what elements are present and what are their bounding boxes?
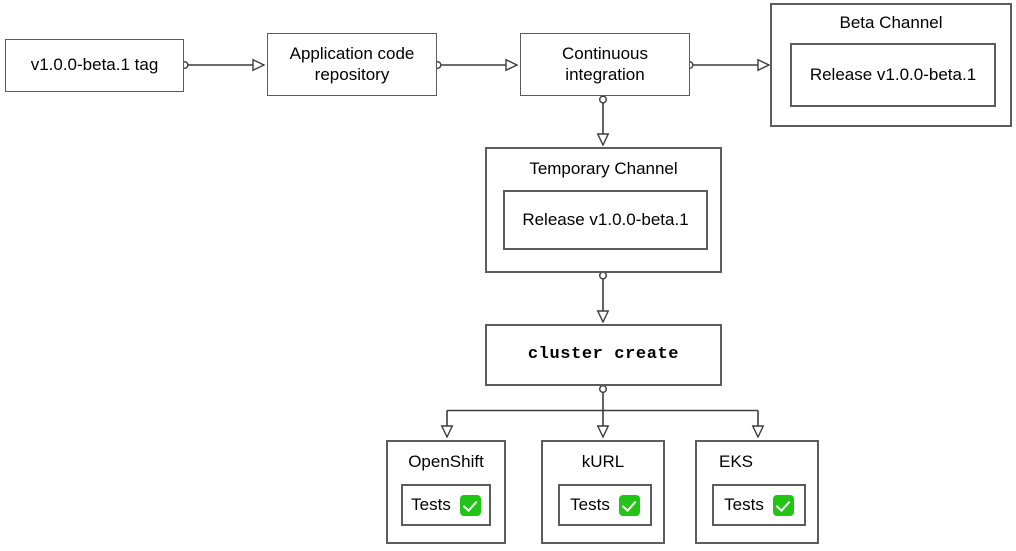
temporary-channel-release-label: Release v1.0.0-beta.1 [522, 210, 689, 229]
container-target-openshift[interactable]: OpenShift Tests [386, 440, 506, 544]
target-openshift-title: OpenShift [408, 452, 484, 471]
node-continuous-integration[interactable]: Continuous integration [520, 33, 690, 96]
green-check-icon [459, 494, 481, 516]
cluster-create-label: cluster create [527, 344, 680, 364]
node-application-code-repository[interactable]: Application code repository [267, 33, 437, 96]
beta-channel-release-label: Release v1.0.0-beta.1 [809, 65, 977, 84]
node-tag-label: v1.0.0-beta.1 tag [30, 55, 159, 75]
node-tag[interactable]: v1.0.0-beta.1 tag [5, 39, 184, 92]
beta-channel-title: Beta Channel [839, 13, 943, 32]
target-kurl-tests-label: Tests [570, 495, 610, 514]
target-openshift-tests-label: Tests [411, 495, 451, 514]
target-openshift-tests-box[interactable]: Tests [401, 484, 491, 526]
container-beta-channel[interactable]: Beta Channel Release v1.0.0-beta.1 [770, 3, 1012, 127]
container-temporary-channel[interactable]: Temporary Channel Release v1.0.0-beta.1 [485, 147, 722, 273]
target-kurl-title: kURL [581, 452, 625, 471]
container-target-eks[interactable]: EKS Tests [695, 440, 819, 544]
node-repo-label: Application code repository [289, 43, 415, 84]
target-eks-tests-label: Tests [724, 495, 764, 514]
green-check-icon [618, 494, 640, 516]
node-cluster-create[interactable]: cluster create [485, 324, 722, 386]
target-eks-tests-box[interactable]: Tests [712, 484, 806, 526]
beta-channel-release-box[interactable]: Release v1.0.0-beta.1 [790, 43, 996, 107]
target-kurl-tests-box[interactable]: Tests [558, 484, 652, 526]
container-target-kurl[interactable]: kURL Tests [541, 440, 665, 544]
green-check-icon [772, 494, 794, 516]
temporary-channel-title: Temporary Channel [529, 159, 678, 178]
node-ci-label: Continuous integration [561, 43, 648, 84]
temporary-channel-release-box[interactable]: Release v1.0.0-beta.1 [503, 190, 708, 250]
target-eks-title: EKS [719, 452, 754, 471]
